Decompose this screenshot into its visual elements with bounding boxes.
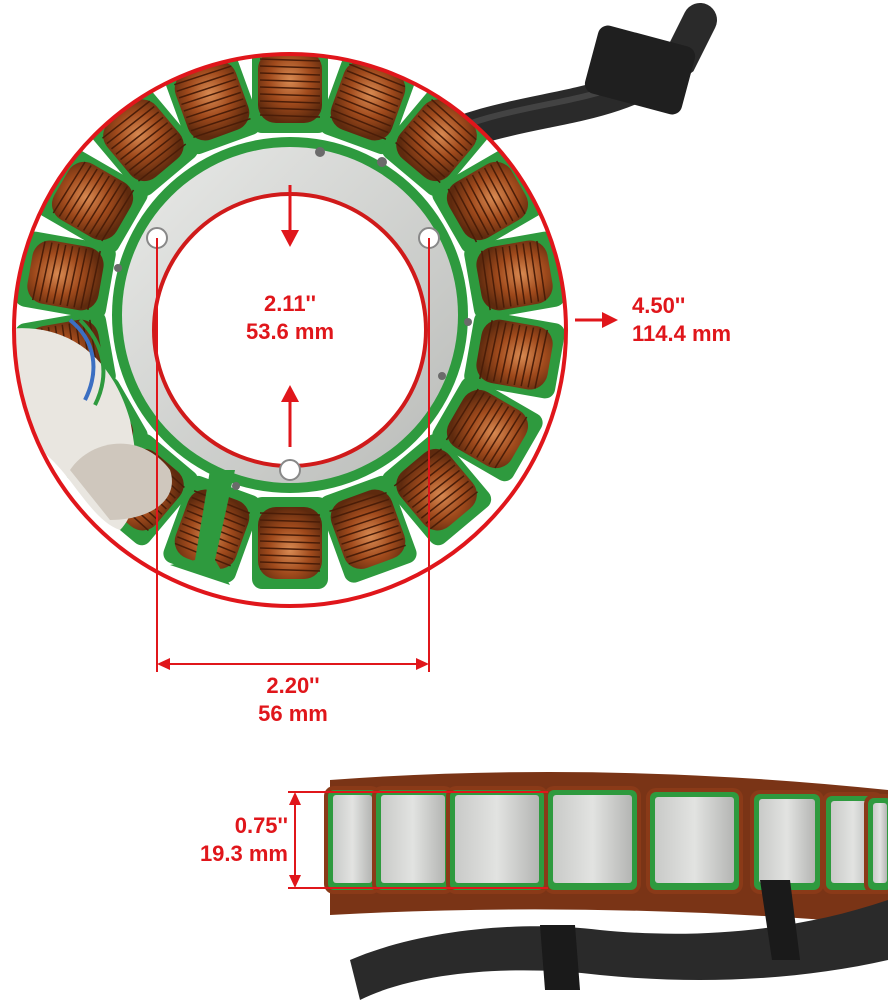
coil-winding xyxy=(163,54,261,155)
thickness-mm: 19.3 mm xyxy=(199,841,288,866)
stator-core-block xyxy=(864,794,888,894)
inner-diameter-inch: 2.11'' xyxy=(263,291,317,316)
dimension-lines-side xyxy=(288,791,548,889)
stator-side-view xyxy=(324,772,888,1000)
outer-diameter-inch: 4.50'' xyxy=(632,293,686,318)
coil-winding xyxy=(432,376,543,482)
outer-diameter-label: 4.50'' 114.4 mm xyxy=(632,292,731,348)
stator-core-block xyxy=(750,790,824,894)
hole-spacing-mm: 56 mm xyxy=(258,701,328,726)
thickness-inch: 0.75'' xyxy=(234,813,288,838)
stator-core-block xyxy=(324,786,381,894)
inner-diameter-label: 2.11'' 53.6 mm xyxy=(230,290,350,346)
coil-winding xyxy=(381,434,492,546)
coil-winding xyxy=(15,231,116,320)
stator-core-block xyxy=(646,788,743,894)
stator-core-block xyxy=(446,786,548,894)
coil-winding xyxy=(432,148,543,254)
stator-side-blocks xyxy=(324,786,888,894)
coil-winding xyxy=(319,475,417,583)
coil-winding xyxy=(252,497,328,589)
stator-core-block xyxy=(372,786,454,894)
coil-winding xyxy=(37,148,148,254)
outer-diameter-mm: 114.4 mm xyxy=(632,321,732,346)
thickness-label: 0.75'' 19.3 mm xyxy=(160,812,288,868)
coil-winding xyxy=(319,54,417,155)
hole-spacing-inch: 2.20'' xyxy=(266,673,320,698)
dimension-lines-top xyxy=(156,185,618,672)
coil-winding xyxy=(464,310,565,399)
hole-spacing-label: 2.20'' 56 mm xyxy=(230,672,356,728)
inner-diameter-mm: 53.6 mm xyxy=(245,319,335,344)
outer-diameter-circle xyxy=(12,52,568,608)
coil-winding xyxy=(252,54,328,133)
coil-winding xyxy=(464,231,565,320)
stator-core-block xyxy=(544,786,641,894)
